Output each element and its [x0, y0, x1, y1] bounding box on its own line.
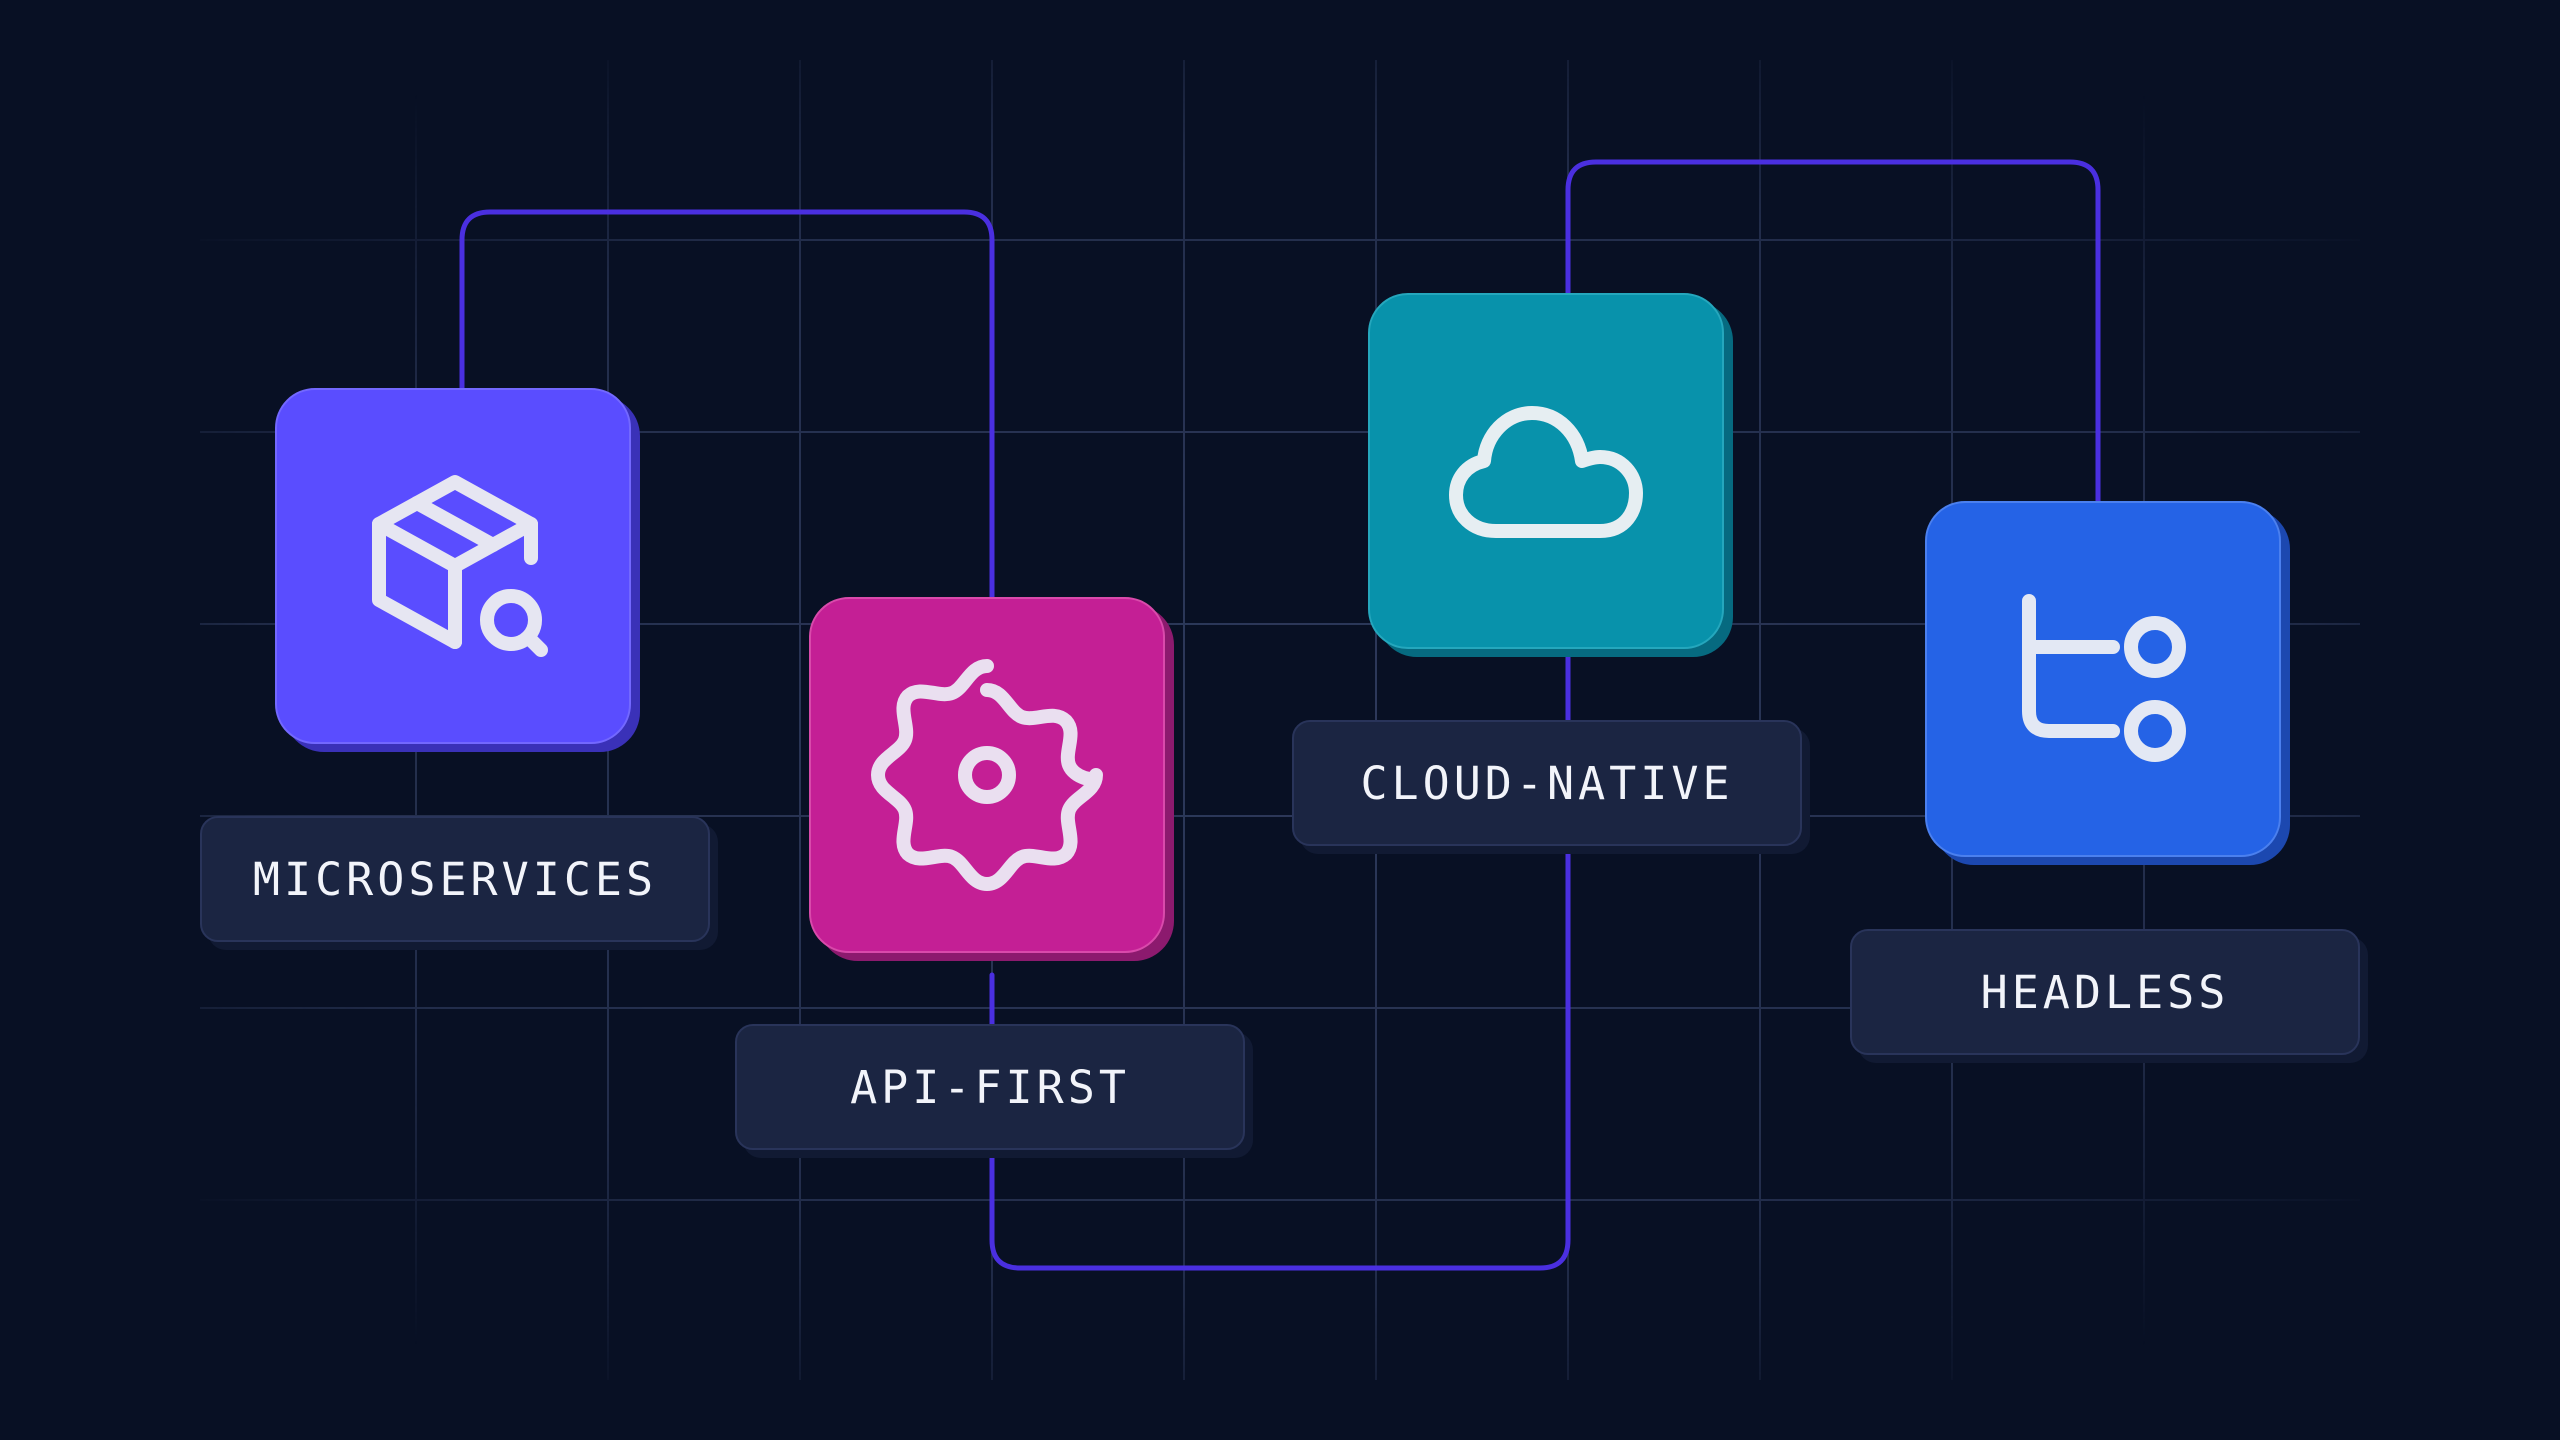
microservices-label: MICROSERVICES — [200, 816, 710, 942]
package-search-icon — [372, 475, 548, 657]
headless-label: HEADLESS — [1850, 929, 2360, 1055]
connector-cloud-native-headless — [1565, 159, 2101, 506]
connectors — [459, 159, 2101, 1271]
headless-tile[interactable] — [1925, 501, 2281, 857]
cloud-native-tile[interactable] — [1368, 293, 1724, 649]
connector-api-first-cloud-native — [989, 847, 1571, 1271]
cloud-native-label: CLOUD-NATIVE — [1292, 720, 1802, 846]
api-first-tile[interactable] — [809, 597, 1165, 953]
branch-icon — [2022, 594, 2186, 762]
cloud-icon — [1449, 406, 1643, 538]
gear-icon — [871, 659, 1103, 891]
microservices-tile[interactable] — [275, 388, 631, 744]
api-first-label: API-FIRST — [735, 1024, 1245, 1150]
connector-microservices-api-first — [459, 209, 995, 603]
